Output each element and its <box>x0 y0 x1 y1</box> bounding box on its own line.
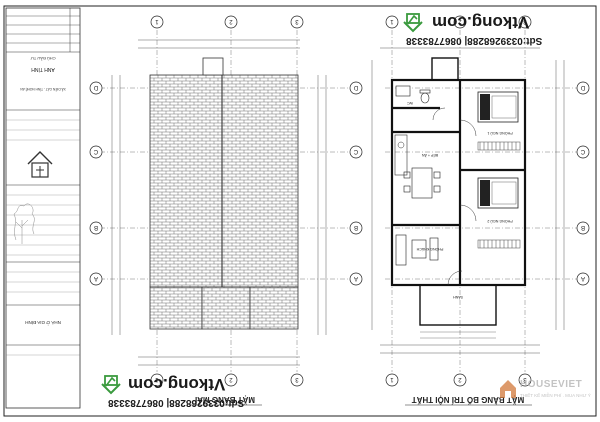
phone-text-bottom: Sdt:0339268288| 0867783338 <box>108 397 245 408</box>
vtkong-logo-icon <box>403 13 423 33</box>
room-label-porch: SẢNH <box>453 295 463 300</box>
brand-bottom: Sdt:0339268288| 0867783338 Vtkong.com <box>86 370 286 410</box>
roof-plan-title: MẶT BẰNG MÁI <box>195 395 255 404</box>
axis-label-d-right: D <box>353 84 358 90</box>
axis-label-c-right: C <box>353 148 358 154</box>
site-name-top: Vtkong.com <box>432 13 530 32</box>
floor-plan-title: MẶT BẰNG BỐ TRÍ NỘI THẤT <box>412 395 525 405</box>
title-block <box>5 7 81 409</box>
axis-label-1: 1 <box>155 18 159 24</box>
axis-label-1-bottom: 1 <box>155 376 159 382</box>
sheet-border <box>3 5 597 417</box>
fp-axis-1-bottom: 1 <box>390 376 394 382</box>
fp-axis-d: D <box>580 84 585 90</box>
toilet-icon <box>395 85 431 104</box>
fp-axis-a: A <box>581 275 585 281</box>
bed-2-icon <box>477 177 519 209</box>
project-name: NHÀ Ở GIA ĐÌNH <box>25 320 61 326</box>
project-location: XÃ DIỄN CÁT - TỈNH NGHỆ AN <box>20 87 66 92</box>
fp-axis-c: C <box>580 148 585 154</box>
roof-plan: 1 2 3 1 2 3 D C B A D C B A MẶT BẰNG MÁI <box>89 15 363 406</box>
dining-table-icon <box>403 167 441 199</box>
houseviet-tagline: THIẾT KẾ MIỄN PHÍ . MUA NHƯ Ý <box>520 393 591 398</box>
houseviet-watermark: HOUSEVIET THIẾT KẾ MIỄN PHÍ . MUA NHƯ Ý <box>498 376 596 410</box>
vtkong-logo-icon-bottom <box>101 375 121 395</box>
houseviet-logo-icon <box>500 380 516 398</box>
axis-label-2: 2 <box>229 18 233 24</box>
axis-label-2-bottom: 2 <box>229 376 233 382</box>
room-label-kitchen: BẾP + ĂN <box>421 153 438 158</box>
fp-axis-2: 2 <box>458 18 462 24</box>
owner-name: ANH TÌNH <box>31 66 55 73</box>
site-name-bottom: Vtkong.com <box>128 375 226 394</box>
room-label-wc: WC <box>407 101 413 105</box>
kitchen-counter <box>394 134 408 176</box>
houseviet-name: HOUSEVIET <box>520 379 583 390</box>
room-label-living: PHÒNG KHÁCH <box>416 247 443 252</box>
axis-label-b: B <box>94 224 98 230</box>
house-logo-icon <box>27 151 53 178</box>
room-label-bedroom-2: PHÒNG NGỦ 2 <box>487 219 512 224</box>
sofa-icon <box>395 234 439 266</box>
fp-axis-1: 1 <box>390 18 394 24</box>
fp-axis-3: 3 <box>523 18 527 24</box>
phone-text-top: Sdt:0339268288| 0867783338 <box>406 35 543 46</box>
axis-label-a: A <box>94 275 98 281</box>
tree-sketch-icon <box>13 203 35 244</box>
axis-label-b-right: B <box>354 224 358 230</box>
room-label-bedroom-1: PHÒNG NGỦ 1 <box>487 131 512 136</box>
fp-axis-3-bottom: 3 <box>523 376 527 382</box>
axis-label-3-bottom: 3 <box>295 376 299 382</box>
fp-axis-2-bottom: 2 <box>458 376 462 382</box>
fp-axis-b: B <box>581 224 585 230</box>
bed-1-icon <box>477 91 519 123</box>
axis-label-a-right: A <box>354 275 358 281</box>
axis-label-d: D <box>93 84 98 90</box>
axis-label-c: C <box>93 148 98 154</box>
floor-plan: 1 2 3 1 2 3 D C B A PHÒNG NGỦ 1 PHÒNG NG… <box>371 15 590 406</box>
owner-label: CHỦ ĐẦU TƯ <box>30 56 56 61</box>
axis-label-3: 3 <box>295 18 299 24</box>
brand-top: Sdt:0339268288| 0867783338 Vtkong.com <box>392 10 592 48</box>
